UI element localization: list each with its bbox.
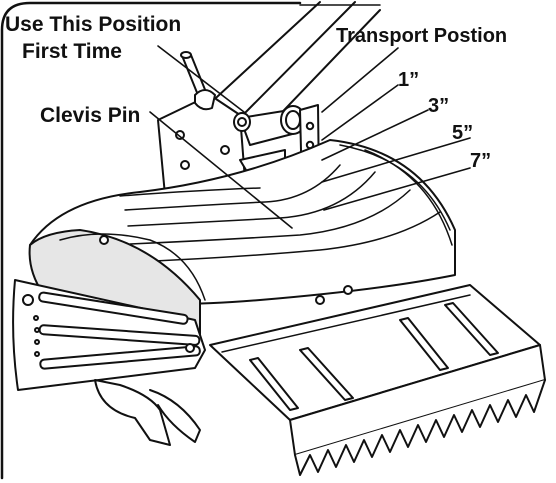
label-depth-1: 1” [398,69,419,91]
leader-1 [321,84,399,141]
leader-transport [321,47,399,113]
leader-clevis [149,111,293,229]
label-first-time: First Time [22,40,122,63]
hole-transport [305,121,315,131]
rear-flap [209,284,546,476]
side-skid-plate [12,279,206,391]
frame-border [0,1,302,480]
leader-7 [323,167,471,211]
leader-5 [321,137,471,183]
label-clevis-pin: Clevis Pin [40,104,140,127]
label-use-position: Use This Position [5,13,181,36]
callout-lines [149,45,471,229]
adjust-lever [180,51,216,111]
tine-blade [94,379,201,446]
leader-use-position [157,45,245,113]
label-transport-position: Transport Postion [336,25,507,47]
label-depth-7: 7” [470,150,491,172]
leader-3 [321,109,429,161]
label-depth-5: 5” [452,122,473,144]
comb-teeth [294,379,546,476]
label-depth-3: 3” [428,95,449,117]
